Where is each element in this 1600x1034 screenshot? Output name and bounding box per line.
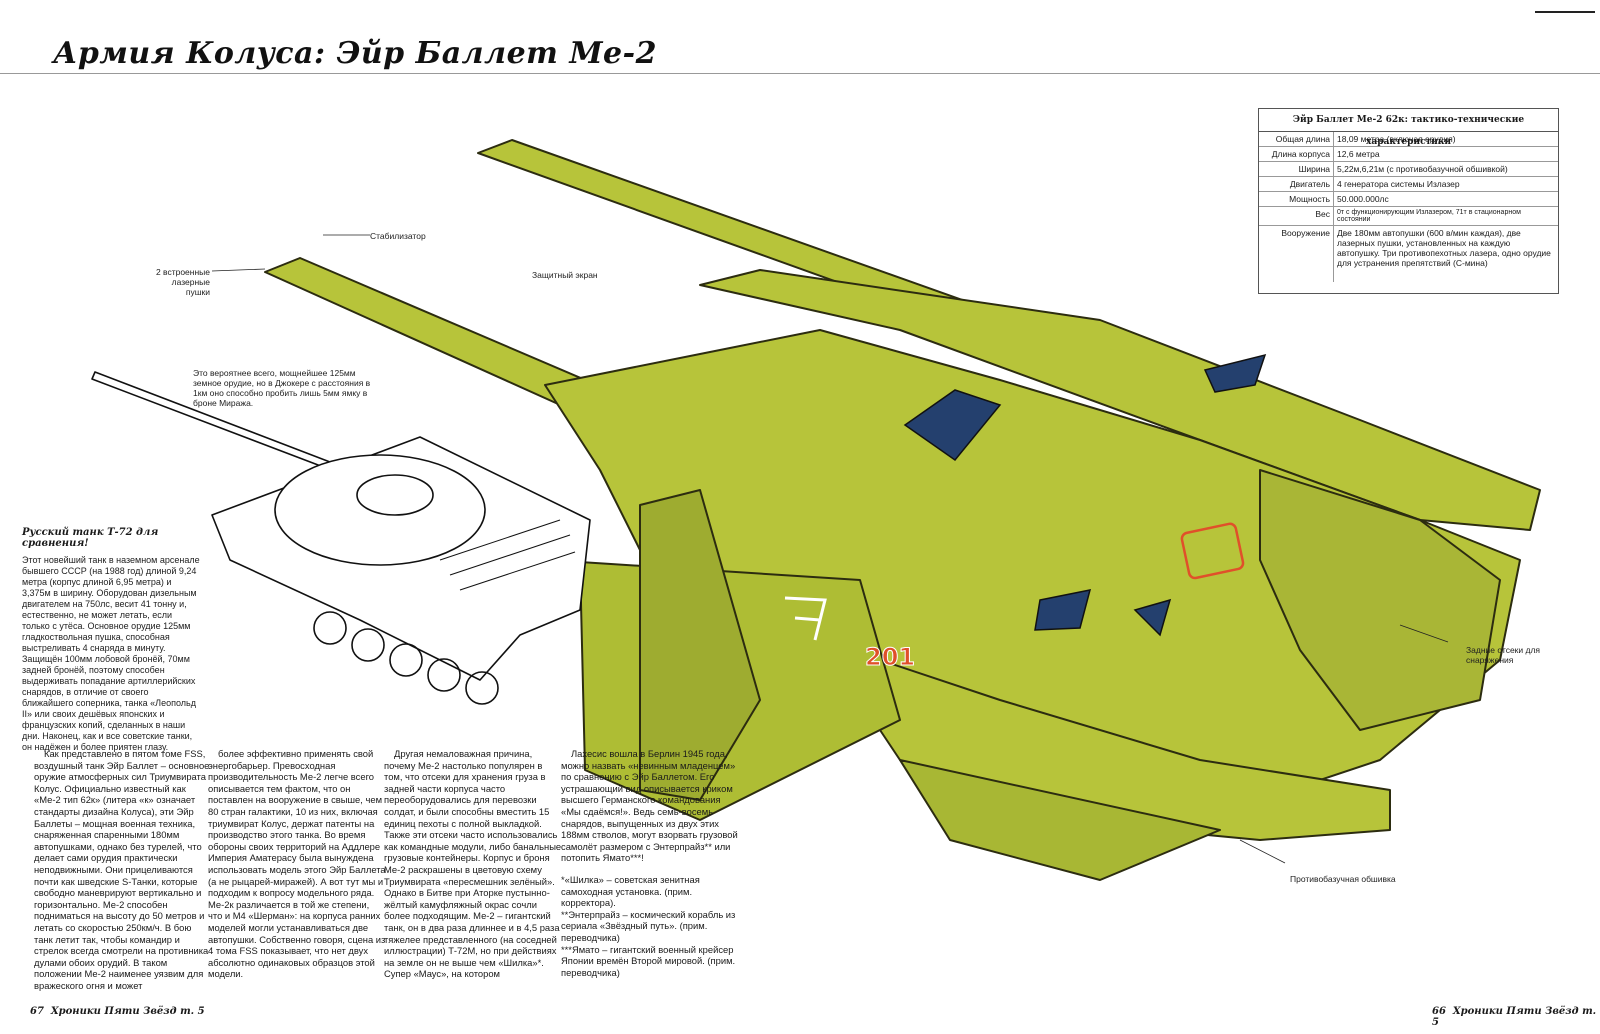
article-column-1: Как представлено в пятом томе FSS, возду… (34, 748, 212, 991)
callout-screen: Защитный экран (532, 270, 598, 280)
specs-key: Вооружение (1259, 225, 1334, 282)
page-number-right: 66 (1432, 1006, 1446, 1017)
callout-rear-bays: Задние отсеки для снаряжения (1466, 645, 1541, 665)
title-rule (0, 73, 1600, 74)
t72-commander-hatch (356, 474, 434, 516)
tank-caption-heading: Русский танк Т-72 для сравнения! (22, 527, 159, 549)
article-column-3: Другая немаловажная причина, почему Ме-2… (384, 748, 562, 980)
t72-road-wheels (313, 611, 499, 705)
specs-key: Общая длина (1259, 132, 1334, 147)
hull-markings (784, 596, 827, 641)
blue-hatch-top (903, 389, 1002, 462)
book-title-right: Хроники Пяти Звёзд т. 5 (1432, 1006, 1597, 1028)
callout-lines (211, 234, 1449, 864)
footnote: ***Ямато – гигантский военный крейсер Яп… (561, 943, 736, 978)
hull-number: 201 (865, 643, 915, 671)
specs-key: Длина корпуса (1259, 146, 1334, 162)
specs-value: 0т с функционирующим Излазером, 71т в ст… (1333, 206, 1558, 226)
t72-tank-drawing (91, 371, 591, 705)
page-title: Армия Колуса: Эйр Баллет Ме-2 (53, 36, 657, 71)
page-number-left: 67 (30, 1006, 44, 1017)
specs-value: 12,6 метра (1333, 146, 1558, 162)
specs-value: 18,09 метра (включая орудия) (1333, 132, 1558, 147)
specs-value: 5,22м,6,21м (с противобазучной обшивкой) (1333, 161, 1558, 177)
footer-right: 66 Хроники Пяти Звёзд т. 5 (1432, 1006, 1600, 1028)
upper-cannon-pod (699, 269, 1541, 531)
specs-heading: Эйр Баллет Ме-2 62к: тактико-технические… (1259, 109, 1558, 147)
specs-key: Мощность (1259, 191, 1334, 207)
armor-skirt-side (639, 489, 761, 801)
hull-panels (903, 353, 1267, 637)
callout-stabilizer: Стабилизатор (370, 231, 426, 241)
article-paragraph: Другая немаловажная причина, почему Ме-2… (384, 748, 562, 980)
article-column-4: Лахесис вошла в Берлин 1945 года, можно … (561, 748, 739, 978)
book-title-left: Хроники Пяти Звёзд т. 5 (50, 1006, 205, 1017)
specs-value: 50.000.000лс (1333, 191, 1558, 207)
footnote: **Энтерпрайз – космический корабль из се… (561, 908, 736, 943)
footnote: *«Шилка» – советская зенитная самоходная… (561, 873, 700, 909)
specs-value: Две 180мм автопушки (600 в/мин каждая), … (1337, 228, 1551, 268)
specs-key: Вес (1259, 206, 1334, 226)
article-paragraph: более эффективно применять свой энергоба… (208, 748, 386, 980)
rear-bays (1259, 469, 1501, 731)
article-column-2: более эффективно применять свой энергоба… (208, 748, 386, 980)
specs-value: 4 генератора системы Излазер (1333, 176, 1558, 192)
orange-hatch-outline (1180, 522, 1245, 580)
corner-rule (1535, 11, 1595, 13)
tank-caption-body: Этот новейший танк в наземном арсенале б… (22, 555, 200, 752)
tank-caption: Русский танк Т-72 для сравнения! Этот но… (22, 527, 200, 753)
callout-gun: Это вероятнее всего, мощнейшее 125мм зем… (193, 368, 371, 408)
blue-vent-lower (1034, 589, 1092, 631)
callout-armor: Противобазучная обшивка (1290, 874, 1396, 884)
footer-left: 67 Хроники Пяти Звёзд т. 5 (30, 1006, 205, 1017)
air-ballet-illustration (264, 139, 1541, 881)
footnotes: *«Шилка» – советская зенитная самоходная… (561, 874, 739, 978)
article-paragraph: Как представлено в пятом томе FSS, возду… (34, 748, 210, 991)
blue-vent-small (1133, 598, 1172, 637)
unit-emblem (784, 596, 827, 641)
specs-key: Двигатель (1259, 176, 1334, 192)
specs-key: Ширина (1259, 161, 1334, 177)
callout-lasers: 2 встроенные лазерные пушки (155, 267, 210, 297)
armor-skirt-rear (899, 759, 1221, 881)
specs-table: Эйр Баллет Ме-2 62к: тактико-технические… (1258, 108, 1559, 294)
article-paragraph: Лахесис вошла в Берлин 1945 года, можно … (561, 748, 738, 864)
t72-engine-deck-lines (439, 519, 576, 591)
blue-vent-upper (1203, 353, 1267, 393)
